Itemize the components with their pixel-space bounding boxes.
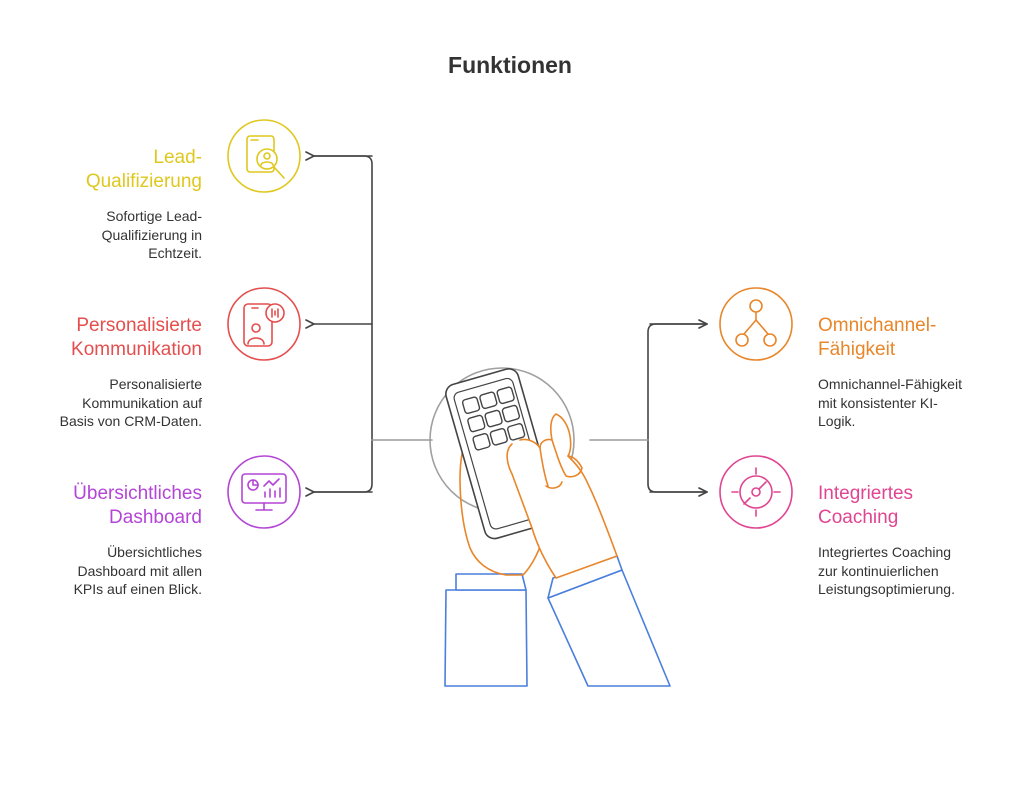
desc-line: mit konsistenter KI-: [818, 394, 938, 411]
right-finger-2: [551, 439, 583, 478]
desc-line: KPIs auf einen Blick.: [73, 581, 202, 597]
omnichannel-description: Omnichannel-Fähigkeit mit konsistenter K…: [818, 375, 962, 431]
heading-line: Übersichtliches: [73, 483, 202, 504]
chat-person-icon: [227, 287, 301, 361]
left-cuff: [455, 573, 527, 591]
lead-search-icon: [227, 119, 301, 193]
desc-line: Integriertes Coaching: [818, 544, 952, 560]
desc-line: Personalisierte: [109, 376, 202, 392]
connector-lines: [305, 151, 708, 497]
left-hand: [459, 453, 546, 576]
desc-line: Omnichannel-Fähigkeit: [818, 376, 962, 392]
heading-line: Kommunikation: [71, 339, 202, 360]
coaching-heading: Integriertes Coaching: [818, 482, 913, 530]
personalisierte-kommunikation-heading: Personalisierte Kommunikation: [71, 314, 202, 362]
right-finger-3: [545, 481, 563, 489]
right-finger-1: [539, 447, 549, 487]
coaching-description: Integriertes Coaching zur kontinuierlich…: [818, 543, 955, 599]
network-nodes-icon: [719, 287, 793, 361]
heading-line: Coaching: [818, 507, 899, 528]
right-bracket: [647, 323, 708, 493]
target-dial-icon: [719, 455, 793, 529]
heading-line: Lead-: [153, 147, 202, 168]
desc-line: Leistungsoptimierung.: [818, 581, 955, 597]
dashboard-heading: Übersichtliches Dashboard: [73, 482, 202, 530]
heading-line: Qualifizierung: [85, 171, 202, 192]
desc-line: Dashboard mit allen: [77, 562, 202, 579]
omnichannel-heading: Omnichannel- Fähigkeit: [818, 314, 936, 362]
monitor-chart-icon: [227, 455, 301, 529]
desc-line: Kommunikation auf: [82, 394, 202, 411]
desc-line: Echtzeit.: [148, 245, 202, 261]
right-hand: [506, 413, 618, 579]
desc-line: zur kontinuierlichen: [818, 562, 939, 579]
lead-qualifizierung-heading: Lead- Qualifizierung: [86, 146, 202, 194]
desc-line: Qualifizierung in: [101, 226, 202, 243]
phone-keys: [461, 386, 526, 451]
desc-line: Logik.: [818, 413, 856, 429]
sleeves: [444, 555, 671, 687]
page-title: Funktionen: [448, 52, 572, 78]
heading-line: Fähigkeit: [818, 339, 896, 360]
desc-line: Übersichtliches: [107, 544, 202, 560]
lead-qualifizierung-description: Sofortige Lead- Qualifizierung in Echtze…: [102, 207, 202, 263]
left-sleeve: [444, 589, 528, 687]
heading-line: Dashboard: [109, 507, 202, 528]
heading-line: Integriertes: [818, 483, 914, 504]
heading-line: Personalisierte: [76, 315, 202, 336]
personalisierte-kommunikation-description: Personalisierte Kommunikation auf Basis …: [60, 375, 202, 431]
heading-line: Omnichannel-: [818, 315, 937, 336]
desc-line: Basis von CRM-Daten.: [59, 413, 202, 429]
desc-line: Sofortige Lead-: [106, 208, 202, 224]
dashboard-description: Übersichtliches Dashboard mit allen KPIs…: [74, 543, 202, 599]
